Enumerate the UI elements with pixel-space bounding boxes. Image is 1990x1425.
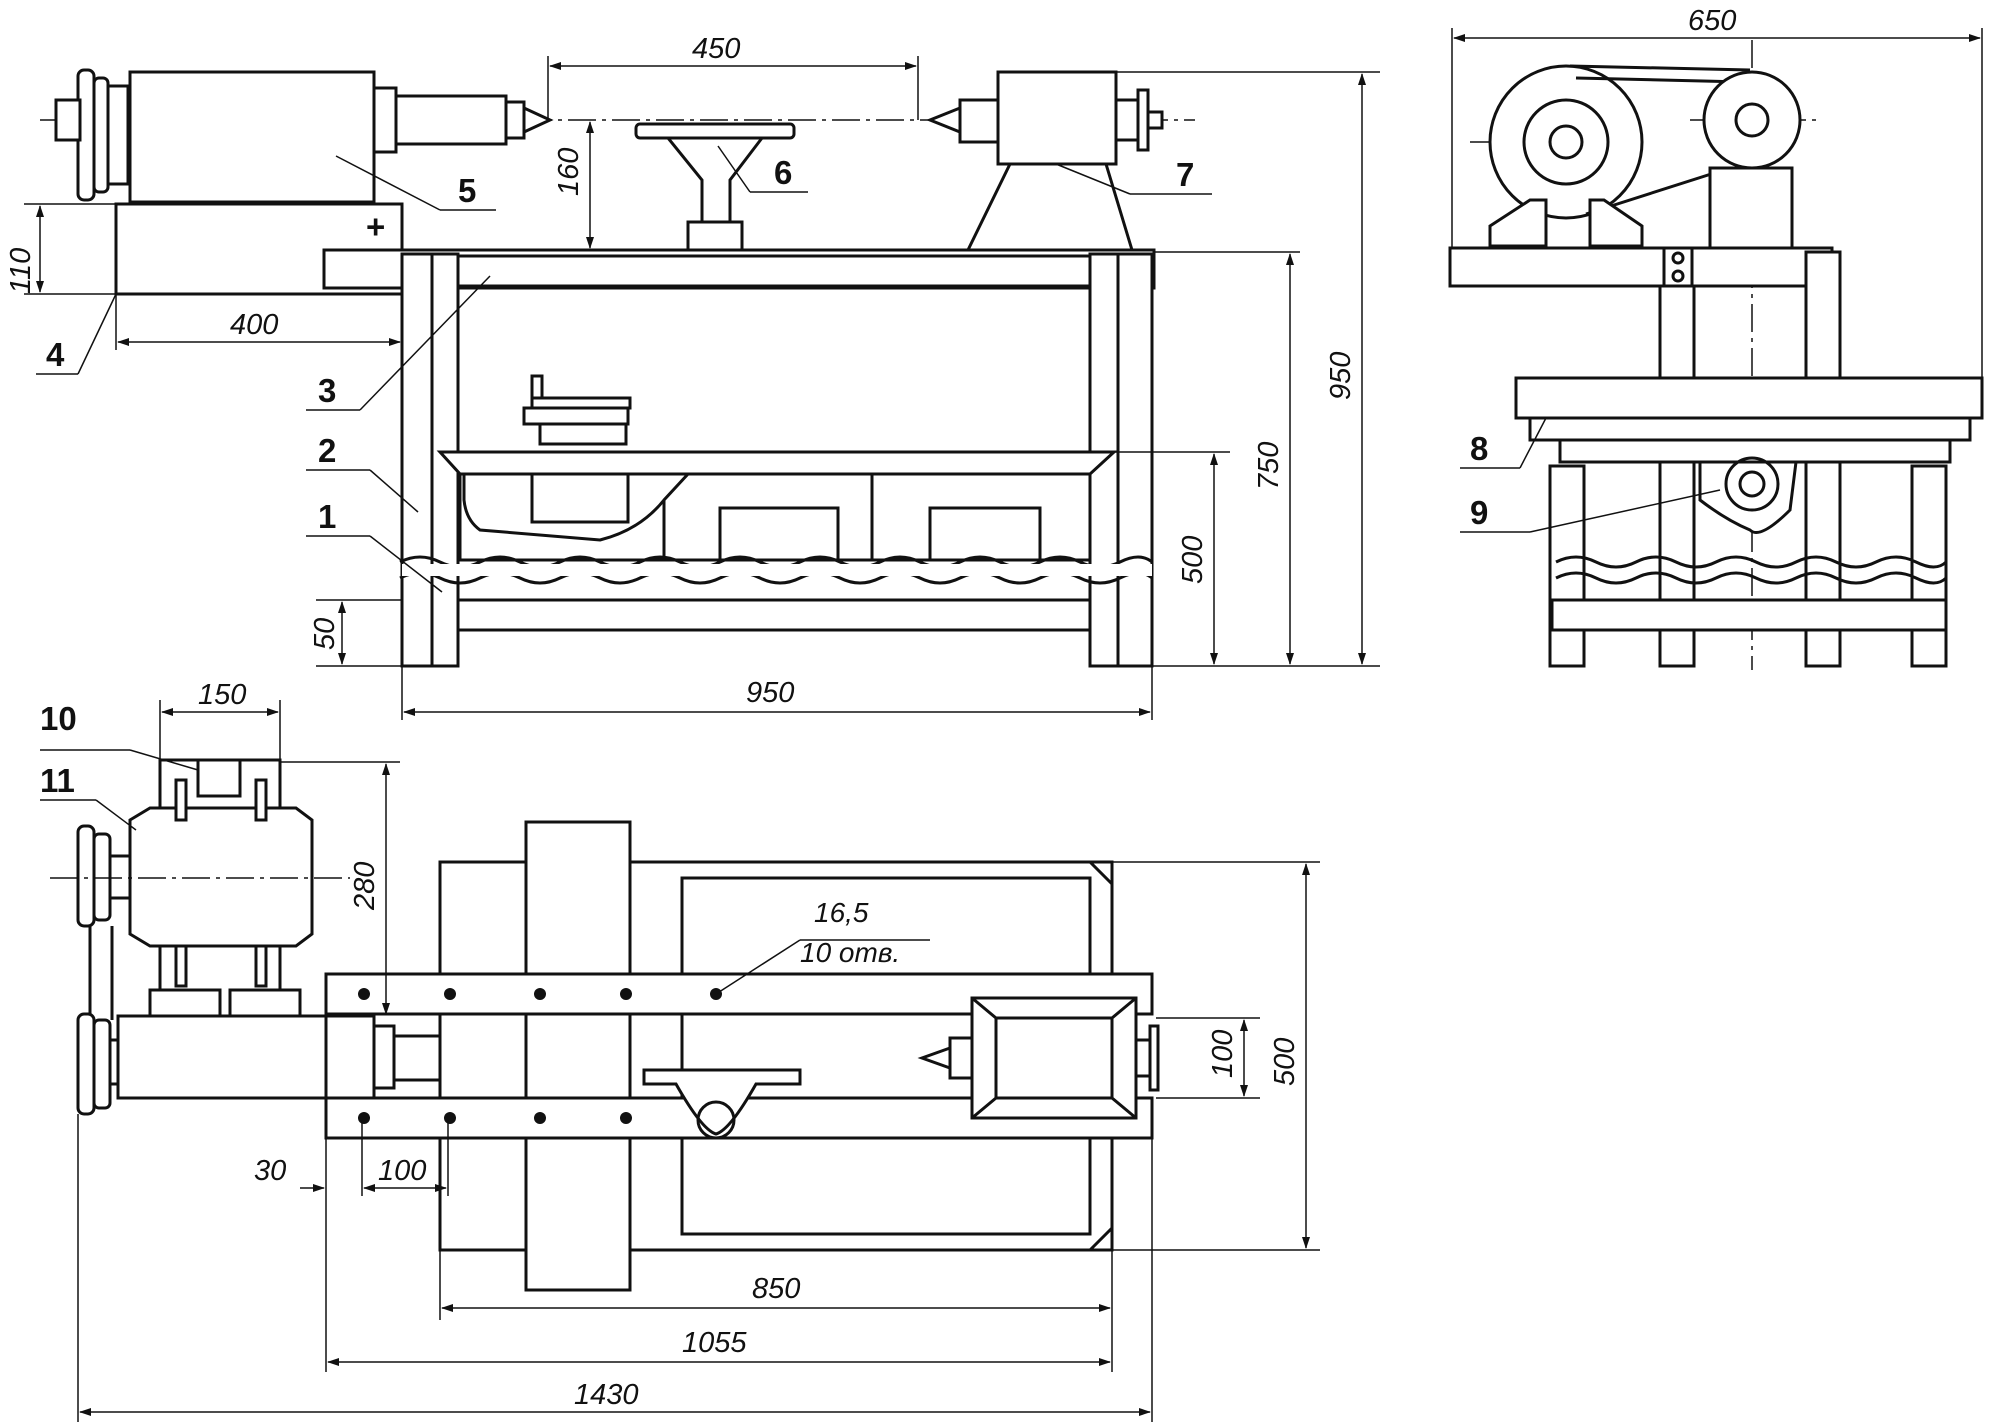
- dim-500-plan: 500: [1269, 1038, 1301, 1086]
- dim-100-right: 100: [1207, 1030, 1239, 1078]
- dim-30: 30: [254, 1155, 286, 1187]
- end-motor: [1698, 460, 1798, 534]
- label-3: 3: [318, 372, 336, 409]
- label-4: 4: [46, 336, 65, 373]
- label-5: 5: [458, 172, 476, 209]
- tool-rest: [634, 122, 796, 252]
- headstock-center: [522, 105, 554, 135]
- dim-1430: 1430: [574, 1379, 639, 1411]
- tailstock: [925, 70, 1164, 252]
- plan-view-dimensions: 150 280 16,5 10 отв. 100 500 30 100 850: [40, 679, 1320, 1422]
- dim-16-5: 16,5: [814, 897, 869, 928]
- motor-body: [128, 806, 314, 948]
- dim-150: 150: [198, 679, 246, 711]
- label-8: 8: [1470, 430, 1488, 467]
- plan-view: [50, 758, 1160, 1292]
- end-view-dimensions: 650 8 9: [1451, 5, 1983, 533]
- side-view: + + +: [40, 68, 1195, 668]
- end-view: [1448, 40, 1984, 670]
- dim-100-left: 100: [378, 1155, 426, 1187]
- motor-pulley: [1488, 64, 1644, 220]
- dim-280: 280: [349, 862, 381, 911]
- holes-note: 10 отв.: [800, 937, 900, 968]
- dim-750: 750: [1253, 442, 1285, 490]
- headstock-pulley: [54, 68, 130, 202]
- label-2: 2: [318, 432, 336, 469]
- dim-950-width: 950: [746, 677, 794, 709]
- dim-650: 650: [1688, 5, 1736, 37]
- label-1: 1: [318, 498, 336, 535]
- dim-50: 50: [309, 618, 341, 650]
- mounting-holes: [358, 988, 722, 1124]
- label-10: 10: [40, 700, 77, 737]
- headstock-body: [128, 70, 376, 204]
- dim-400: 400: [230, 309, 278, 341]
- label-6: 6: [774, 154, 792, 191]
- dim-850: 850: [752, 1273, 800, 1305]
- spindle-pulley: [1702, 70, 1802, 170]
- side-view-dimensions: 450 160 110 400 950 750 500 50: [5, 33, 1380, 720]
- plan-tailstock: [917, 996, 1160, 1120]
- dim-500-side: 500: [1177, 536, 1209, 584]
- end-shelf: [1514, 376, 1984, 420]
- label-7: 7: [1176, 156, 1194, 193]
- dim-160: 160: [553, 148, 585, 196]
- dim-450: 450: [692, 33, 740, 65]
- dim-950-height: 950: [1325, 352, 1357, 400]
- side-view-labels: 5 6 7 4 3 2 1: [36, 145, 1212, 593]
- svg-text:+: +: [366, 208, 385, 245]
- label-9: 9: [1470, 494, 1488, 531]
- dim-1055: 1055: [682, 1327, 747, 1359]
- label-11: 11: [40, 762, 75, 799]
- end-bench-top: [1448, 246, 1834, 288]
- dim-110: 110: [5, 248, 37, 294]
